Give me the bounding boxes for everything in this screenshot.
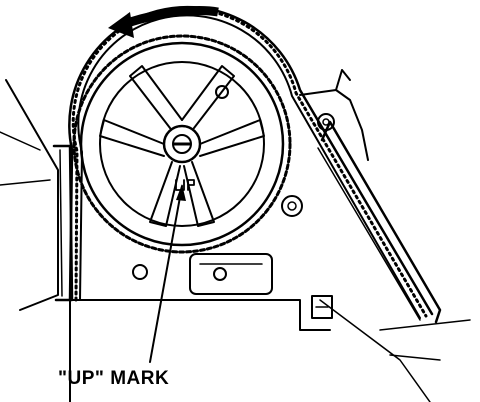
tensioner-bracket [299,69,369,161]
timing-belt [68,5,434,319]
camshaft-pulley [72,34,292,254]
curved-arrow-counterclockwise-icon [108,6,219,38]
engine-housing [0,79,471,402]
up-mark-glyph [175,179,195,191]
up-mark-label: "UP" MARK [58,368,170,389]
pulley-spokes [99,65,265,227]
lower-engine-parts [132,195,333,319]
callout-leader-line [149,184,186,363]
